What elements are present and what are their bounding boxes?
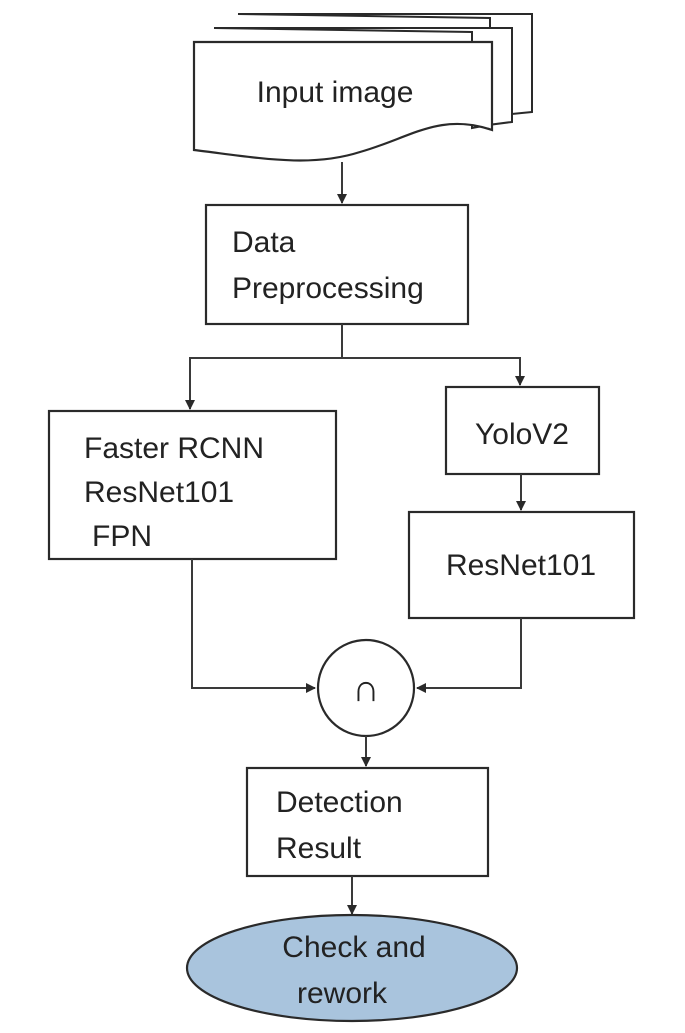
yolov2-box <box>444 385 601 476</box>
data-preprocessing-box <box>204 203 470 326</box>
intersection-node: ∩ <box>316 638 416 738</box>
detection-result-label-line1: Detection <box>276 786 403 819</box>
detection-result-box <box>245 766 490 878</box>
faster-rcnn-label-line2: ResNet101 <box>84 476 234 509</box>
input-image-node: Input image <box>192 13 533 162</box>
data-preprocessing-node: Data Preprocessing <box>204 203 470 326</box>
edge-preprocessing-split <box>185 324 343 410</box>
resnet101-label: ResNet101 <box>446 549 596 582</box>
faster-rcnn-node: Faster RCNN ResNet101 FPN <box>47 409 338 561</box>
input-image-label: Input image <box>257 76 414 109</box>
data-preprocessing-label-line2: Preprocessing <box>232 272 424 305</box>
intersection-symbol: ∩ <box>352 668 379 710</box>
document-front-layer <box>192 40 494 162</box>
detection-result-label-line2: Result <box>276 832 362 865</box>
check-and-rework-node: Check and rework <box>185 913 519 1023</box>
faster-rcnn-label-line1: Faster RCNN <box>84 432 264 465</box>
edge-faster-rcnn-to-intersection <box>191 559 316 693</box>
faster-rcnn-label-line3: FPN <box>92 520 152 553</box>
resnet101-node: ResNet101 <box>407 510 636 620</box>
yolov2-node: YoloV2 <box>444 385 601 476</box>
check-and-rework-label-line1: Check and <box>282 931 425 964</box>
edge-preprocessing-to-yolo <box>342 357 525 386</box>
detection-result-node: Detection Result <box>245 766 490 878</box>
yolov2-label: YoloV2 <box>475 418 569 451</box>
check-and-rework-label-line2: rework <box>297 977 388 1010</box>
resnet101-box <box>407 510 636 620</box>
data-preprocessing-label-line1: Data <box>232 226 296 259</box>
edge-resnet-to-intersection <box>416 618 522 693</box>
check-and-rework-ellipse <box>185 913 519 1023</box>
